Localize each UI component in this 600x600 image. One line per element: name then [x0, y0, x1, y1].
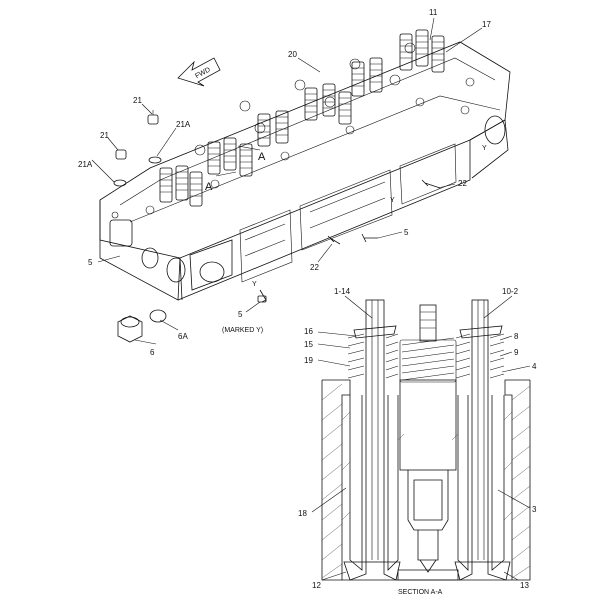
- callout-1-14: 1-14: [334, 287, 351, 296]
- callout-16: 16: [304, 327, 313, 336]
- callout-21-top: 21: [133, 96, 142, 105]
- callout-20: 20: [288, 50, 297, 59]
- callout-21a-top: 21A: [176, 120, 191, 129]
- section-leader-lines: [311, 295, 531, 581]
- callout-15: 15: [304, 340, 313, 349]
- callout-9: 9: [514, 348, 519, 357]
- callout-6a: 6A: [178, 332, 188, 341]
- callout-6: 6: [150, 348, 155, 357]
- valve-spring-group-4: [304, 83, 352, 125]
- valve-spring-group-6: [399, 29, 445, 73]
- callout-8: 8: [514, 332, 519, 341]
- valve-spring-group-5: [351, 57, 383, 97]
- callout-5-bottom: 5: [238, 310, 243, 319]
- callout-17: 17: [482, 20, 491, 29]
- valve-spring-group-3: [257, 110, 289, 147]
- valve-spring-group-2: [207, 137, 253, 177]
- marked-y-letter-2: Y: [390, 197, 395, 204]
- callouts-section: 1-14 10-2 16 15 19 8 9 4 18 3 12 13 SECT…: [298, 287, 537, 596]
- callouts-top: 11 17 20 21 21A 21 21A 22 22 5 5 5 (MARK…: [78, 8, 491, 357]
- callout-11: 11: [429, 8, 438, 17]
- callout-21-left: 21: [100, 131, 109, 140]
- section-title: SECTION A-A: [398, 589, 443, 596]
- callout-13: 13: [520, 581, 529, 590]
- valve-spring-group-1: [159, 165, 203, 207]
- fwd-label: FWD: [194, 66, 211, 80]
- callout-4: 4: [532, 362, 537, 371]
- callout-22-right: 22: [458, 179, 467, 188]
- loose-parts: [113, 110, 441, 343]
- section-a-a: [321, 299, 531, 581]
- callout-12: 12: [312, 581, 321, 590]
- marked-y-letter-3: Y: [252, 281, 257, 288]
- section-marker-a-right: A: [258, 151, 266, 163]
- valve-spring-groups: [159, 29, 445, 207]
- callout-10-2: 10-2: [502, 287, 519, 296]
- callout-19: 19: [304, 356, 313, 365]
- marked-y-letter-1: Y: [482, 145, 487, 152]
- callout-22-mid: 22: [310, 263, 319, 272]
- cylinder-head: [99, 41, 511, 301]
- callout-5-right: 5: [404, 228, 409, 237]
- forward-arrow-icon: FWD: [177, 57, 221, 87]
- section-marker-a-left: A: [205, 181, 213, 193]
- callout-5-left: 5: [88, 258, 93, 267]
- callout-3: 3: [532, 505, 537, 514]
- marked-y-note: (MARKED Y): [222, 327, 263, 334]
- callout-21a-left: 21A: [78, 160, 93, 169]
- callout-18: 18: [298, 509, 307, 518]
- leader-lines: [91, 17, 483, 345]
